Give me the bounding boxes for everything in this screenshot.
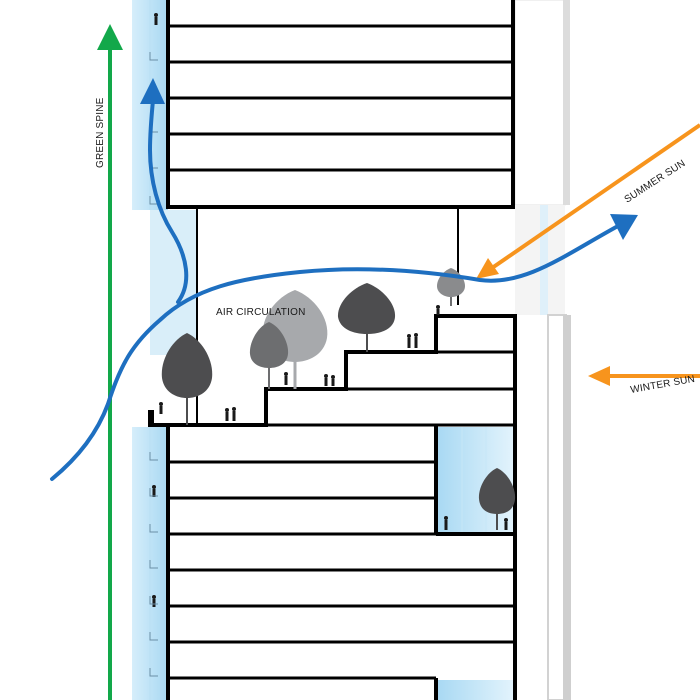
upper-tower (166, 0, 515, 425)
tree (249, 322, 289, 389)
person (331, 375, 335, 386)
person (324, 374, 328, 386)
person (504, 518, 508, 530)
people (152, 13, 508, 607)
person (152, 595, 156, 607)
tree (337, 283, 396, 352)
air-circulation-label: AIR CIRCULATION (216, 307, 306, 318)
person (414, 333, 418, 348)
lower-tower (166, 425, 517, 700)
person (284, 372, 288, 385)
trees (161, 268, 516, 530)
person (159, 402, 163, 414)
summer-sun-label: SUMMER SUN (623, 158, 688, 206)
tree (478, 468, 516, 530)
winter-sun-arrow (588, 366, 700, 386)
person (232, 407, 236, 421)
summer-sun-arrow (476, 123, 700, 279)
person (444, 516, 448, 530)
right-facade (514, 0, 571, 700)
person (436, 305, 440, 315)
tree (161, 333, 213, 425)
person (225, 408, 229, 421)
air-circulation-flow (50, 98, 620, 481)
person (407, 334, 411, 348)
lower-atrium (438, 427, 513, 700)
green-spine-label: GREEN SPINE (95, 97, 106, 168)
person (152, 485, 156, 497)
air-arrowhead-right (610, 214, 638, 240)
air-arrowhead-up (140, 78, 165, 104)
green-spine-arrow (97, 24, 123, 700)
sky-garden-terraces (148, 314, 517, 540)
person (154, 13, 158, 25)
